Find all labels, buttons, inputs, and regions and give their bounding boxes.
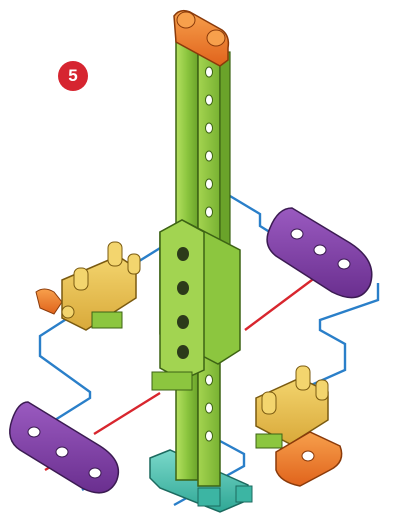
purple-wheel-plate-right [267,208,372,298]
tan-axle-assembly-right [256,366,342,486]
green-block-connector [152,220,240,390]
step-number-badge: 5 [58,61,88,91]
tan-axle-assembly-left [36,242,140,330]
